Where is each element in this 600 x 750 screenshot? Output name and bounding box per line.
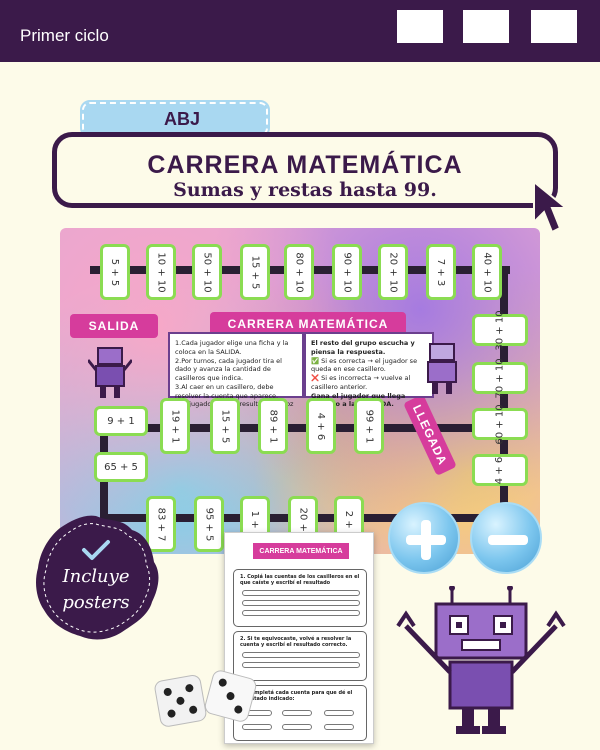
board-cell: 50 + 10 — [192, 244, 222, 300]
board-cell: 9 + 1 — [94, 406, 148, 436]
includes-badge — [36, 515, 159, 640]
plus-icon — [388, 502, 460, 574]
board-cell: 15 + 5 — [240, 244, 270, 300]
board-cell: 7 + 3 — [426, 244, 456, 300]
check-icon — [82, 540, 110, 560]
rules-left: 1.Cada jugador elige una ficha y la colo… — [168, 332, 304, 417]
abj-label: ABJ — [164, 109, 201, 129]
top-tab-2[interactable] — [463, 10, 509, 43]
game-board: 5 + 5 10 + 10 50 + 10 15 + 5 80 + 10 90 … — [60, 228, 540, 554]
board-cell: 20 + 10 — [378, 244, 408, 300]
top-tab-3[interactable] — [531, 10, 577, 43]
board-cell: 83 + 7 — [146, 496, 176, 552]
board-cell: 80 + 10 — [284, 244, 314, 300]
robot-icon — [427, 343, 457, 394]
worksheet-section-2: 2. Si te equivocaste, volvé a resolver l… — [233, 631, 367, 681]
abj-tag: ABJ — [80, 100, 270, 146]
board-cell: 40 + 10 — [472, 244, 502, 300]
board-cell: 70 + 10 — [472, 358, 528, 398]
board-cell: 4 + 6 — [306, 398, 336, 454]
start-ribbon: SALIDA — [70, 314, 158, 338]
robot-icon — [88, 347, 132, 398]
worksheet-section-1: 1. Copiá las cuentas de los casilleros e… — [233, 569, 367, 627]
board-cell: 15 + 5 — [210, 398, 240, 454]
board-cell: 30 + 10 — [472, 310, 528, 350]
robot-icon — [396, 586, 566, 734]
board-cell: 89 + 1 — [258, 398, 288, 454]
board-cell: 5 + 5 — [100, 244, 130, 300]
board-cell: 99 + 1 — [354, 398, 384, 454]
dice-icon — [154, 670, 257, 727]
cursor-icon — [533, 179, 569, 234]
board-cell: 10 + 10 — [146, 244, 176, 300]
board-track — [100, 424, 500, 432]
page-subtitle: Sumas y restas hasta 99. — [173, 179, 437, 201]
board-cell: 60 + 10 — [472, 404, 528, 444]
board-cell: 19 + 1 — [160, 398, 190, 454]
top-bar: Primer ciclo — [0, 0, 600, 62]
title-box: CARRERA MATEMÁTICA Sumas y restas hasta … — [52, 132, 558, 208]
board-cell: 90 + 10 — [332, 244, 362, 300]
worksheet-title: CARRERA MATEMÁTICA — [253, 543, 349, 559]
rules-right: El resto del grupo escucha y piensa la r… — [304, 332, 434, 408]
board-cell: 95 + 5 — [194, 496, 224, 552]
board-cell: 4 + 6 — [472, 454, 528, 486]
minus-icon — [470, 502, 542, 574]
top-tab-1[interactable] — [397, 10, 443, 43]
board-cell: 65 + 5 — [94, 452, 148, 482]
cycle-label: Primer ciclo — [20, 26, 109, 45]
page-title: CARRERA MATEMÁTICA — [147, 151, 463, 179]
